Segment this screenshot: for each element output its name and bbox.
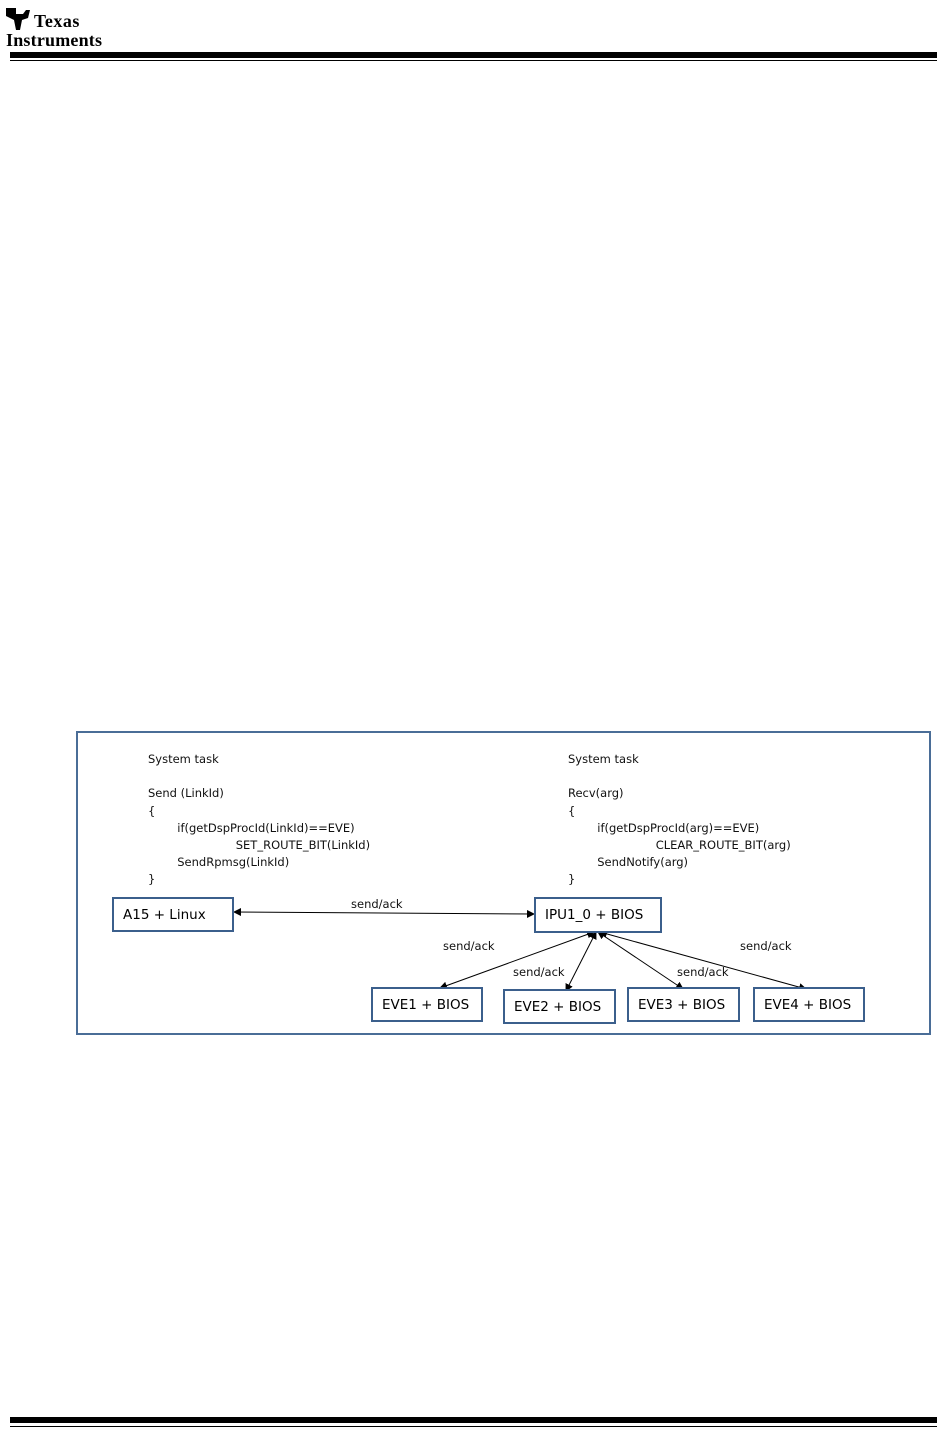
edge-label-ipu-eve2: send/ack: [513, 965, 565, 979]
node-a15-linux: A15 + Linux: [112, 897, 234, 932]
node-eve2-bios-label: EVE2 + BIOS: [514, 998, 602, 1015]
edge-label-ipu-eve3: send/ack: [677, 965, 729, 979]
footer-rule-thick: [10, 1417, 937, 1423]
left-code-line-1: System task: [148, 752, 219, 766]
right-code-line-6: CLEAR_ROUTE_BIT(arg): [568, 838, 791, 852]
right-code-line-3: Recv(arg): [568, 786, 624, 800]
node-eve2-bios: EVE2 + BIOS: [503, 989, 616, 1024]
right-code-line-7: SendNotify(arg): [568, 855, 689, 869]
left-code-line-8: }: [148, 872, 156, 886]
left-code-line-4: {: [148, 804, 156, 818]
node-eve4-bios: EVE4 + BIOS: [753, 987, 865, 1022]
ti-state-icon: [6, 8, 30, 30]
node-eve4-bios-label: EVE4 + BIOS: [764, 996, 852, 1013]
edge-label-ipu-eve1: send/ack: [443, 939, 495, 953]
left-code-line-7: SendRpmsg(LinkId): [148, 855, 290, 869]
diagram-frame: [76, 731, 931, 1035]
logo-text-texas: Texas: [34, 11, 80, 31]
node-ipu1-0-bios-label: IPU1_0 + BIOS: [545, 907, 644, 923]
left-code-line-3: Send (LinkId): [148, 786, 224, 800]
node-a15-linux-label: A15 + Linux: [123, 906, 206, 923]
node-ipu1-0-bios: IPU1_0 + BIOS: [534, 897, 662, 933]
right-code-line-5: if(getDspProcId(arg)==EVE): [568, 821, 760, 835]
header-rule-thick: [10, 52, 937, 58]
right-code-line-4: {: [568, 804, 576, 818]
header-rule-thin: [10, 60, 937, 61]
left-code-line-5: if(getDspProcId(LinkId)==EVE): [148, 821, 355, 835]
right-code-line-8: }: [568, 872, 576, 886]
edge-label-a15-ipu: send/ack: [351, 897, 403, 911]
footer-rule-thin: [10, 1426, 937, 1427]
edge-label-ipu-eve4: send/ack: [740, 939, 792, 953]
node-eve1-bios-label: EVE1 + BIOS: [382, 996, 470, 1013]
node-eve3-bios: EVE3 + BIOS: [627, 987, 740, 1022]
texas-instruments-logo: Texas Instruments: [4, 6, 144, 50]
node-eve1-bios: EVE1 + BIOS: [371, 987, 483, 1022]
right-code-line-1: System task: [568, 752, 639, 766]
node-eve3-bios-label: EVE3 + BIOS: [638, 996, 726, 1013]
left-code-line-6: SET_ROUTE_BIT(LinkId): [148, 838, 371, 852]
logo-text-instruments: Instruments: [6, 30, 103, 50]
